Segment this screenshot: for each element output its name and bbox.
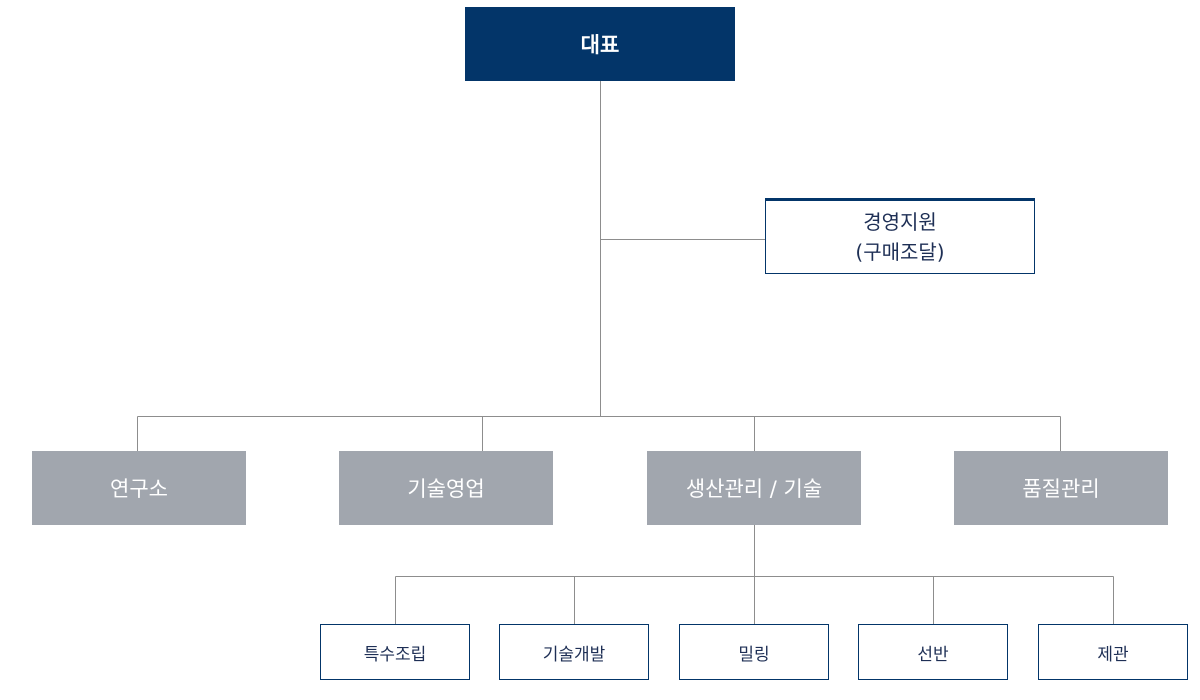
team-tech-development: 기술개발 xyxy=(499,624,649,680)
team-special-assembly: 특수조립 xyxy=(320,624,470,680)
department-technical-sales: 기술영업 xyxy=(339,451,553,525)
procurement-label: (구매조달) xyxy=(855,240,945,264)
management-support-box: 경영지원 (구매조달) xyxy=(765,198,1035,274)
department-label: 기술영업 xyxy=(407,477,485,501)
team-fabrication: 제관 xyxy=(1038,624,1188,680)
ceo-box: 대표 xyxy=(465,7,735,81)
team-label: 밀링 xyxy=(738,644,770,665)
department-production: 생산관리 / 기술 xyxy=(647,451,861,525)
department-research: 연구소 xyxy=(32,451,246,525)
team-lathe: 선반 xyxy=(858,624,1008,680)
team-label: 선반 xyxy=(917,644,949,665)
ceo-label: 대표 xyxy=(580,33,620,57)
team-label: 제관 xyxy=(1097,644,1129,665)
team-milling: 밀링 xyxy=(679,624,829,680)
team-label: 기술개발 xyxy=(542,644,606,665)
department-label: 연구소 xyxy=(110,477,168,501)
team-label: 특수조립 xyxy=(363,644,427,665)
department-label: 생산관리 / 기술 xyxy=(685,477,823,501)
management-support-label: 경영지원 xyxy=(863,210,937,234)
department-quality: 품질관리 xyxy=(954,451,1168,525)
department-label: 품질관리 xyxy=(1022,477,1100,501)
